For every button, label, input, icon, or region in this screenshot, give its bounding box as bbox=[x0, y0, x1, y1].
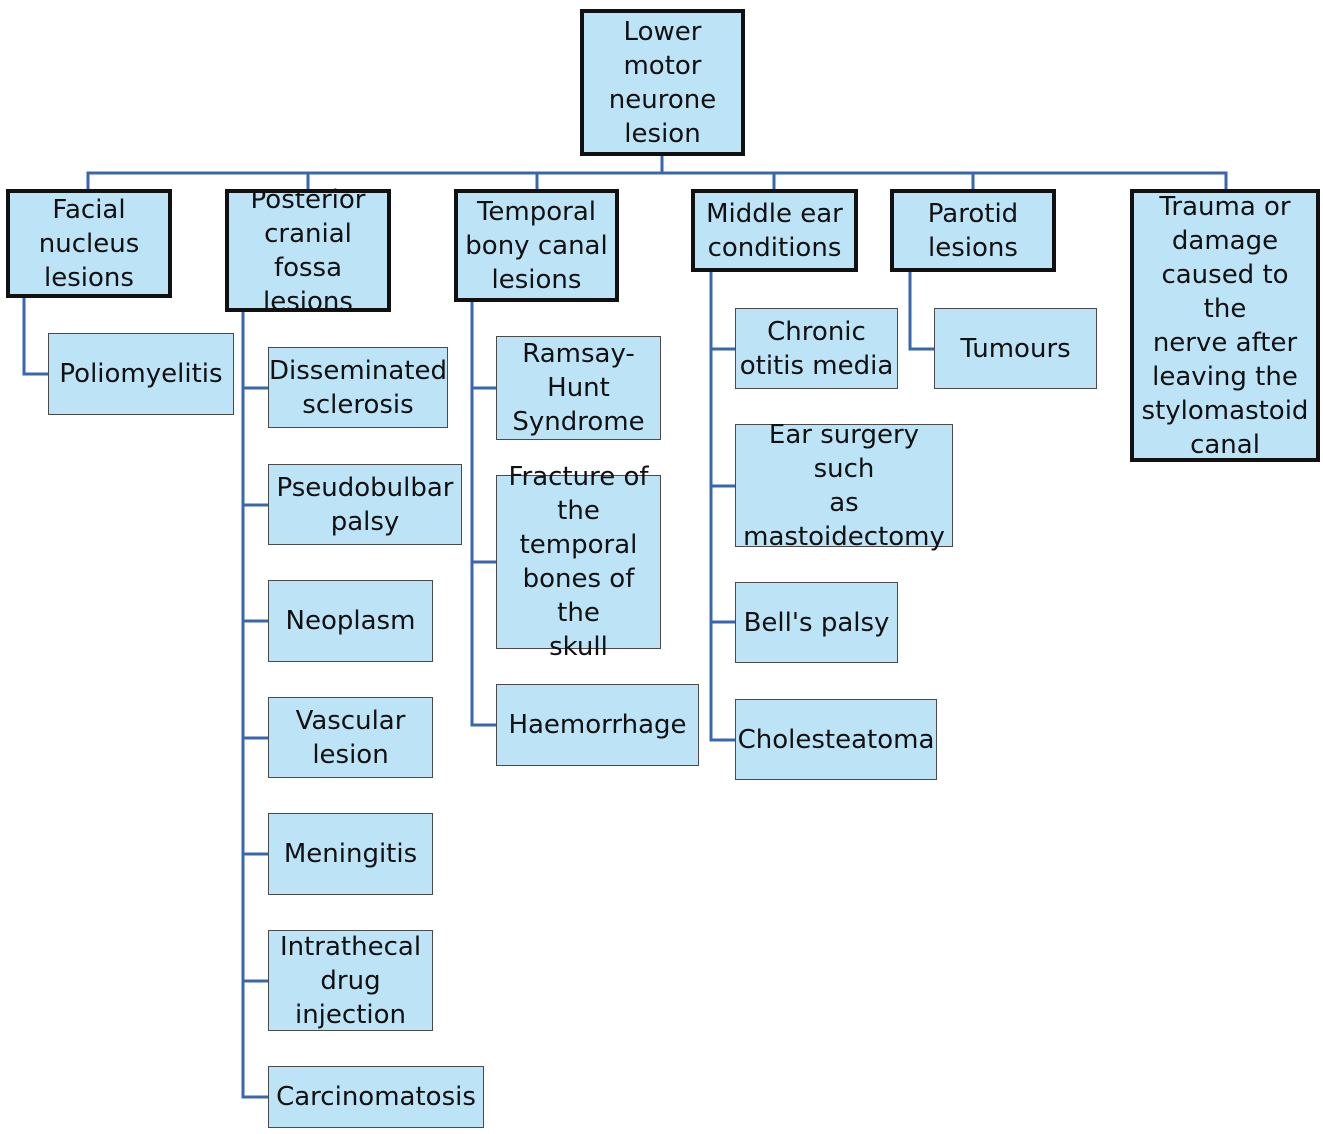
item-fracture-of-temporal-bones: Fracture of the temporal bones of the sk… bbox=[496, 462, 661, 662]
item-ramsay-hunt-syndrome: Ramsay- Hunt Syndrome bbox=[496, 336, 661, 440]
item-neoplasm: Neoplasm bbox=[268, 580, 433, 662]
category-parotid: Parotid lesions bbox=[890, 189, 1056, 272]
item-haemorrhage: Haemorrhage bbox=[496, 684, 699, 766]
item-tumours: Tumours bbox=[934, 308, 1097, 389]
item-disseminated-sclerosis: Disseminated sclerosis bbox=[268, 347, 448, 428]
item-meningitis: Meningitis bbox=[268, 813, 433, 895]
item-carcinomatosis: Carcinomatosis bbox=[268, 1066, 484, 1128]
category-posterior-cranial-fossa: Posterior cranial fossa lesions bbox=[225, 185, 391, 317]
item-vascular-lesion: Vascular lesion bbox=[268, 697, 433, 778]
category-temporal-bony-canal: Temporal bony canal lesions bbox=[454, 189, 619, 302]
item-chronic-otitis-media: Chronic otitis media bbox=[735, 308, 898, 389]
item-bells-palsy: Bell's palsy bbox=[735, 582, 898, 663]
category-facial-nucleus: Facial nucleus lesions bbox=[6, 189, 172, 298]
item-poliomyelitis: Poliomyelitis bbox=[48, 333, 234, 415]
category-middle-ear: Middle ear conditions bbox=[691, 189, 858, 272]
category-trauma-after-stylomastoid: Trauma or damage caused to the nerve aft… bbox=[1130, 189, 1320, 462]
item-intrathecal-drug-injection: Intrathecal drug injection bbox=[268, 930, 433, 1031]
item-pseudobulbar-palsy: Pseudobulbar palsy bbox=[268, 464, 462, 545]
root-node: Lower motor neurone lesion bbox=[580, 9, 745, 156]
item-ear-surgery-mastoidectomy: Ear surgery such as mastoidectomy bbox=[735, 420, 953, 552]
item-cholesteatoma: Cholesteatoma bbox=[735, 699, 937, 780]
